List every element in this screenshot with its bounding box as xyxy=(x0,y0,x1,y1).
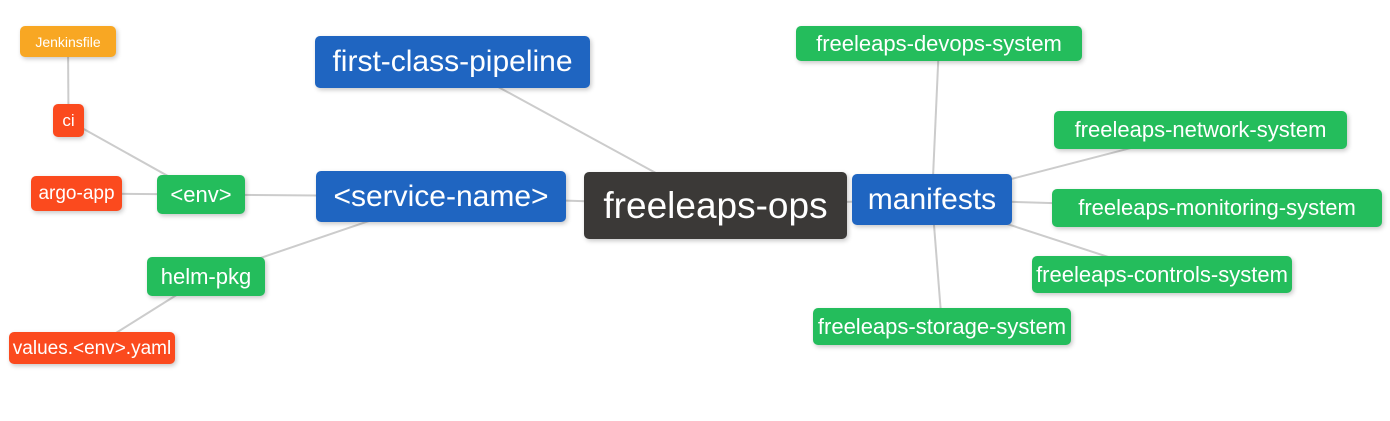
node-label: helm-pkg xyxy=(160,263,252,289)
mindmap-node-freeleaps-monitoring-system[interactable]: freeleaps-monitoring-system xyxy=(1052,189,1382,227)
node-label: freeleaps-ops xyxy=(603,185,828,226)
node-label: manifests xyxy=(867,182,997,216)
mindmap-node-jenkinsfile[interactable]: Jenkinsfile xyxy=(20,26,116,57)
node-label: values.<env>.yaml xyxy=(12,337,172,359)
node-label: freeleaps-network-system xyxy=(1074,117,1327,142)
mindmap-node-helm-pkg[interactable]: helm-pkg xyxy=(147,257,265,296)
mindmap-node-values-env-yaml[interactable]: values.<env>.yaml xyxy=(9,332,175,364)
mindmap-node-freeleaps-controls-system[interactable]: freeleaps-controls-system xyxy=(1032,256,1292,293)
mindmap-node-argo-app[interactable]: argo-app xyxy=(31,176,122,211)
node-label: freeleaps-devops-system xyxy=(816,30,1062,56)
node-label: freeleaps-storage-system xyxy=(817,313,1067,339)
node-label: argo-app xyxy=(38,183,115,204)
node-label: <service-name> xyxy=(333,179,549,213)
mindmap-node-freeleaps-ops[interactable]: freeleaps-ops xyxy=(584,172,847,239)
node-label: Jenkinsfile xyxy=(35,33,101,50)
node-label: freeleaps-monitoring-system xyxy=(1078,195,1356,220)
mindmap-node-freeleaps-network-system[interactable]: freeleaps-network-system xyxy=(1054,111,1347,149)
mindmap-node-ci[interactable]: ci xyxy=(53,104,84,137)
edge-manifests--freeleaps-devops-system xyxy=(931,43,940,200)
mindmap-node-manifests[interactable]: manifests xyxy=(852,174,1012,225)
node-label: <env> xyxy=(170,181,232,207)
mindmap-node-env[interactable]: <env> xyxy=(157,175,245,214)
node-label: freeleaps-controls-system xyxy=(1036,261,1288,287)
mindmap-node-freeleaps-storage-system[interactable]: freeleaps-storage-system xyxy=(813,308,1071,345)
mindmap-node-service-name[interactable]: <service-name> xyxy=(316,171,566,222)
node-label: first-class-pipeline xyxy=(332,45,573,78)
mindmap-node-first-class-pipeline[interactable]: first-class-pipeline xyxy=(315,36,590,88)
mindmap-node-freeleaps-devops-system[interactable]: freeleaps-devops-system xyxy=(796,26,1082,61)
node-label: ci xyxy=(62,111,75,130)
